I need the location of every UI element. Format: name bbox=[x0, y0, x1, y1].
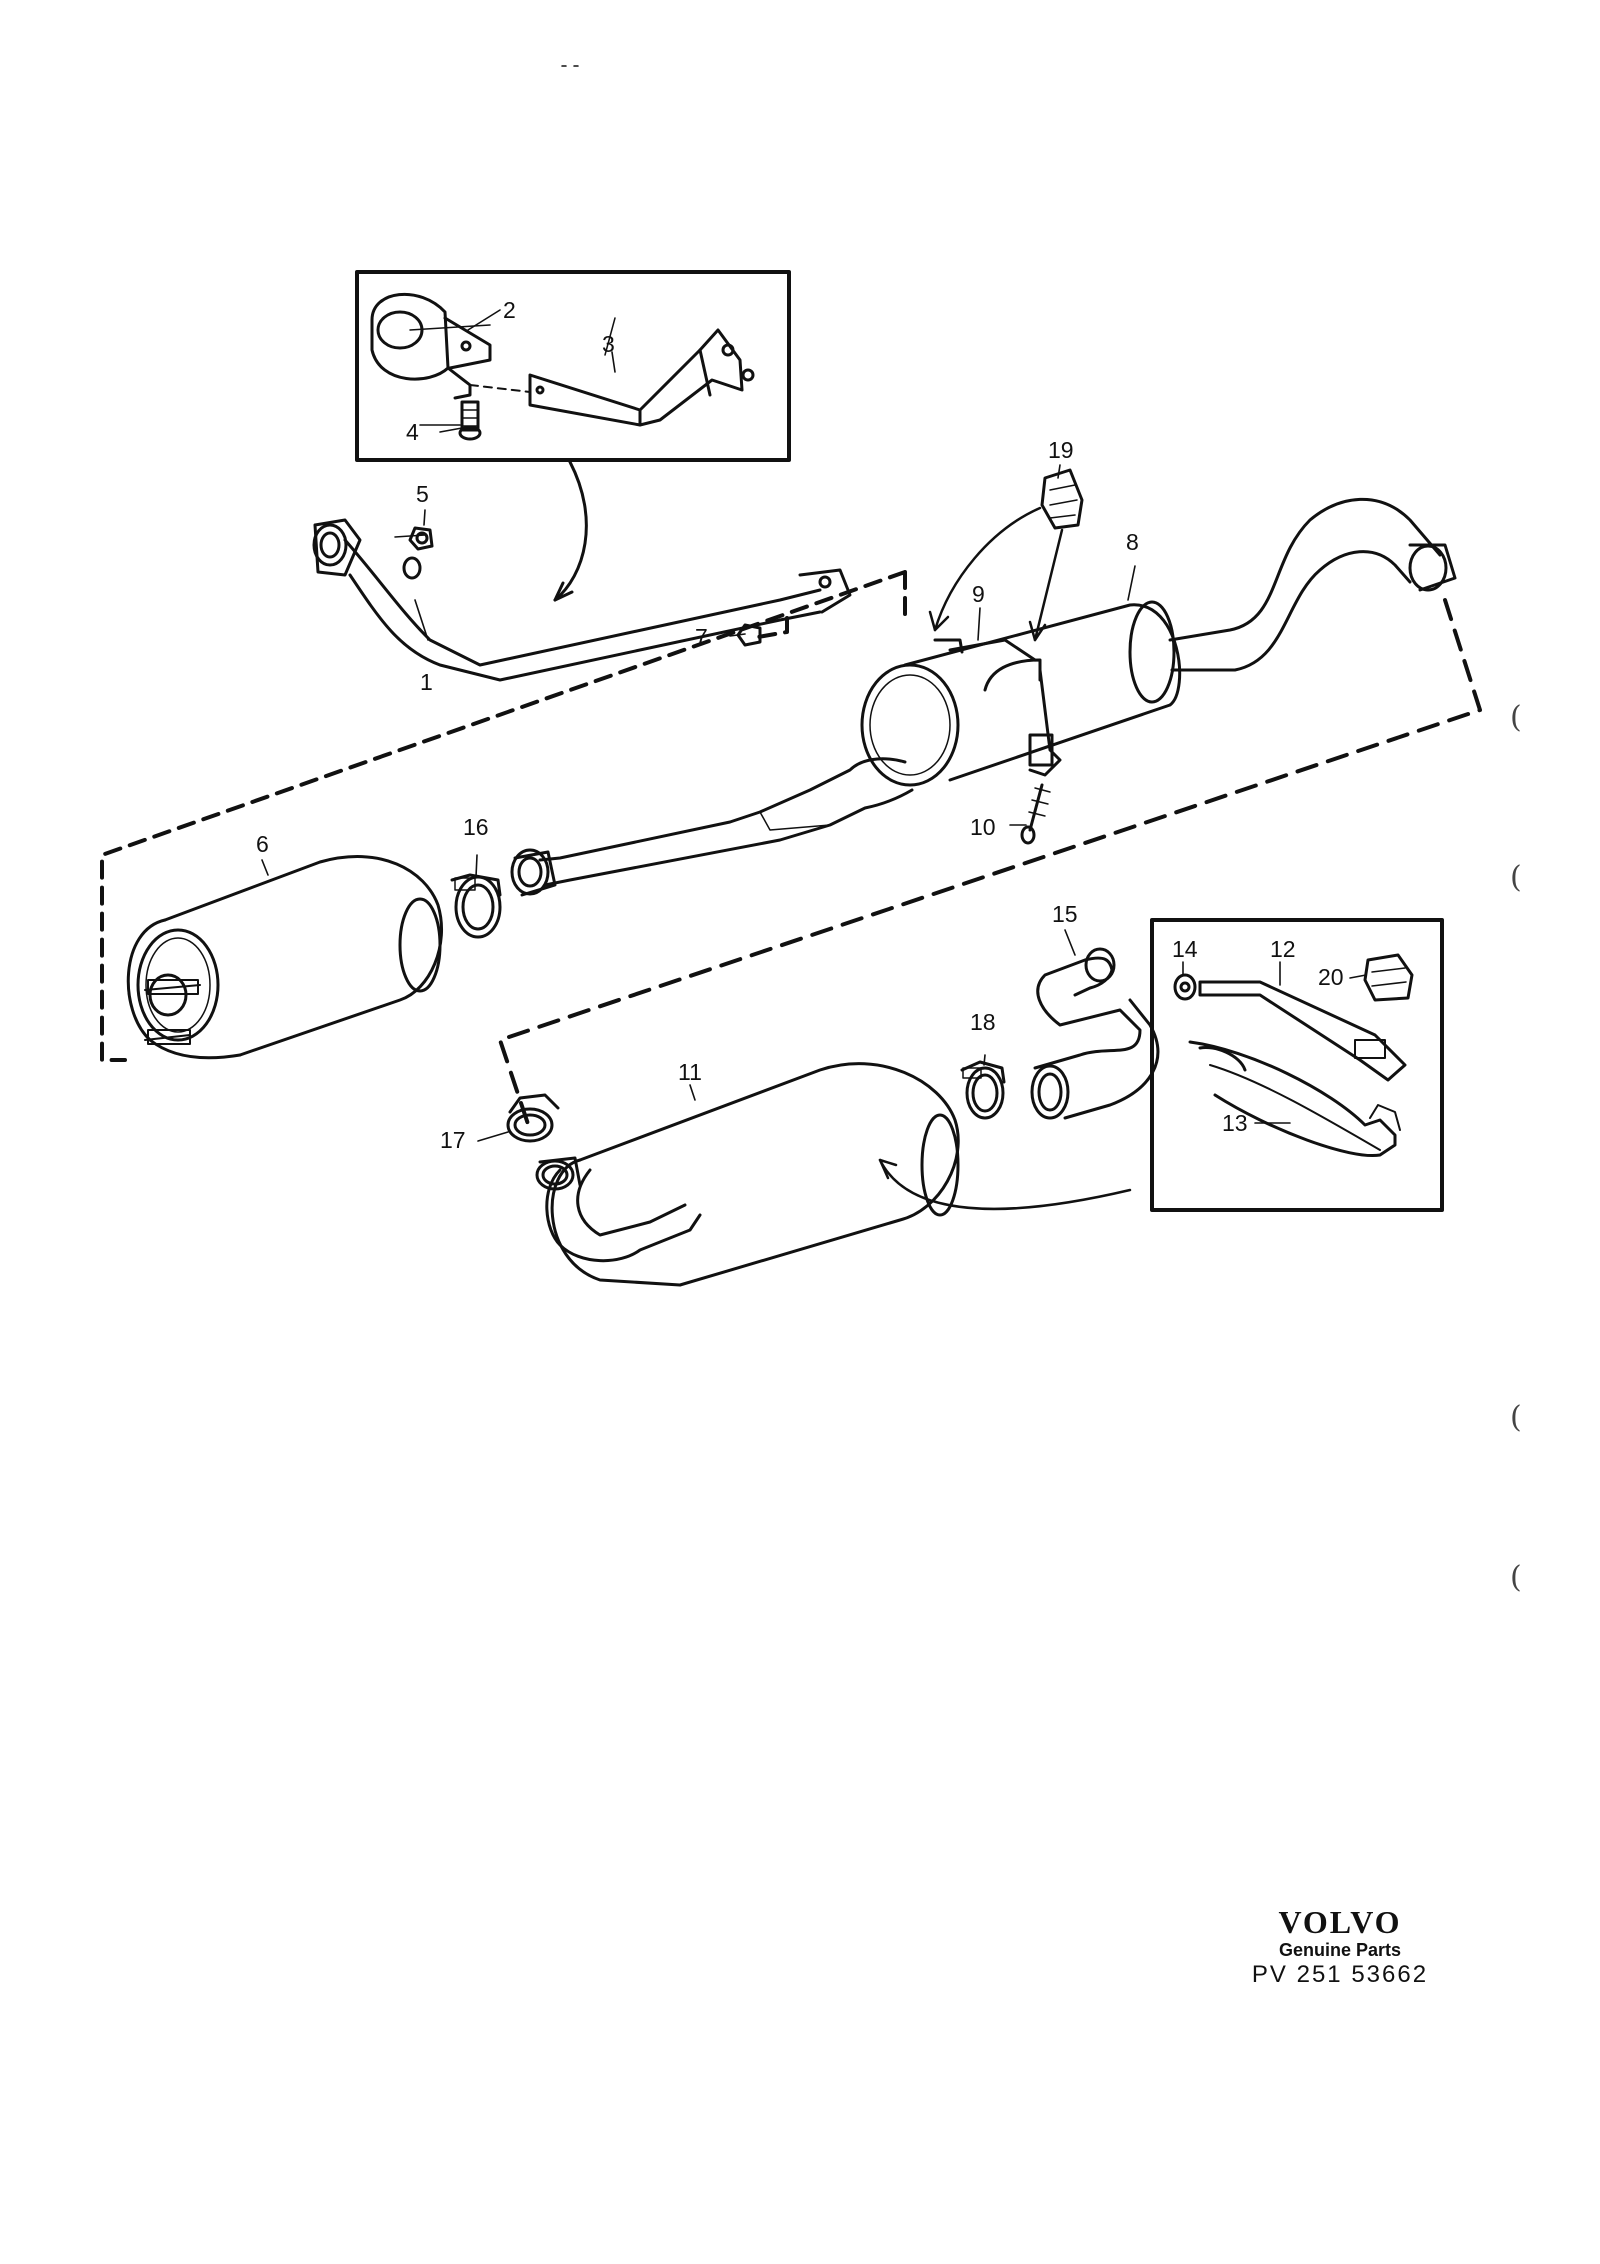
dashed-guide-rear bbox=[498, 598, 1482, 1132]
callout-5: 5 bbox=[416, 481, 429, 507]
inset-hanger-box bbox=[1150, 918, 1444, 1212]
callout-3: 3 bbox=[602, 331, 615, 357]
front-pipe-part-1 bbox=[312, 518, 852, 682]
margin-mark-3: ( bbox=[1510, 1400, 1522, 1435]
callout-4: 4 bbox=[406, 419, 419, 445]
dashed-guide-front bbox=[100, 570, 907, 1062]
callout-13: 13 bbox=[1222, 1110, 1248, 1136]
inset-arrow bbox=[553, 460, 588, 602]
rear-muffler-part-11 bbox=[535, 1062, 1132, 1287]
margin-mark-1: ( bbox=[1510, 700, 1522, 735]
bolt-part-10 bbox=[1020, 783, 1051, 845]
callout-20: 20 bbox=[1318, 964, 1344, 990]
callout-17: 17 bbox=[440, 1127, 466, 1153]
volvo-logo: VOLVO bbox=[1278, 1904, 1402, 1940]
callout-9: 9 bbox=[972, 581, 985, 607]
callout-2: 2 bbox=[503, 297, 516, 323]
part-callouts: 1 2 3 4 5 6 7 8 9 10 11 12 13 14 15 16 1… bbox=[256, 297, 1344, 1153]
clamp-part-2 bbox=[370, 292, 492, 400]
inset-bracket-box bbox=[355, 270, 791, 462]
clamp-part-17 bbox=[506, 1093, 560, 1143]
bolt-part-4 bbox=[458, 400, 482, 441]
rubber-mount-part-20 bbox=[1363, 953, 1414, 1002]
diagram-code: PV 251 53662 bbox=[1251, 1961, 1429, 1988]
callout-18: 18 bbox=[970, 1009, 996, 1035]
callout-15: 15 bbox=[1052, 901, 1078, 927]
tail-pipe-part-15 bbox=[1030, 947, 1160, 1120]
middle-muffler-part-8 bbox=[510, 497, 1457, 897]
callout-14: 14 bbox=[1172, 936, 1198, 962]
bracket-part-3 bbox=[528, 328, 755, 427]
callout-11: 11 bbox=[678, 1059, 702, 1085]
front-muffler-part-6 bbox=[126, 855, 443, 1060]
callout-8: 8 bbox=[1126, 529, 1139, 555]
callout-12: 12 bbox=[1270, 936, 1296, 962]
callout-1: 1 bbox=[420, 669, 433, 695]
genuine-parts-label: Genuine Parts bbox=[1278, 1940, 1402, 1960]
clamp-part-16 bbox=[450, 873, 502, 939]
rubber-mount-part-19 bbox=[1040, 468, 1084, 530]
clamp-part-9 bbox=[933, 638, 1062, 777]
strap-part-12 bbox=[1198, 980, 1407, 1082]
nut-part-5 bbox=[408, 526, 434, 551]
callout-16: 16 bbox=[463, 814, 489, 840]
callout-10: 10 bbox=[970, 814, 996, 840]
clamp-part-18 bbox=[960, 1060, 1006, 1120]
callout-6: 6 bbox=[256, 831, 269, 857]
nut-part-7 bbox=[736, 623, 762, 647]
callout-7: 7 bbox=[695, 624, 708, 650]
callout-19: 19 bbox=[1048, 437, 1074, 463]
leader-lines bbox=[261, 309, 1367, 1142]
nut-part-14 bbox=[1173, 973, 1197, 1001]
clamp-part-13 bbox=[1188, 1040, 1401, 1158]
brand-block: VOLVO Genuine Parts PV 251 53662 bbox=[1230, 1905, 1450, 1989]
margin-mark-4: ( bbox=[1510, 1560, 1522, 1595]
margin-mark-2: ( bbox=[1510, 860, 1522, 895]
